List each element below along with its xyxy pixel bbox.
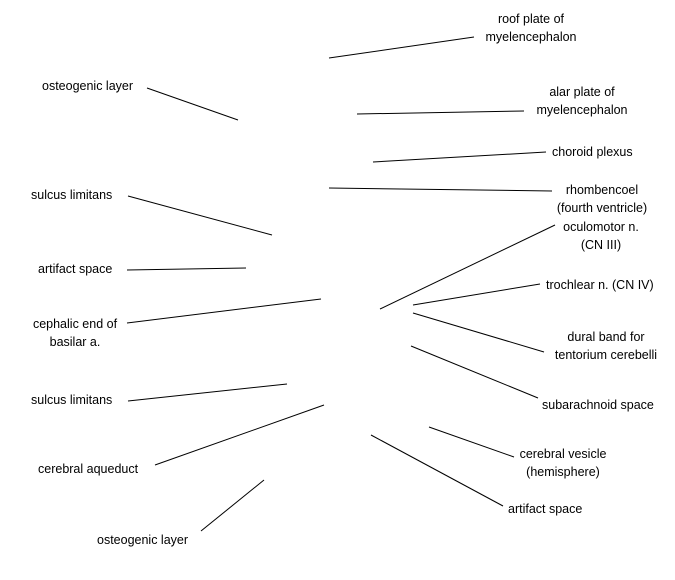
label-roof-plate: roof plate of myelencephalon — [485, 12, 577, 44]
label-dural-band: dural band for tentorium cerebelli — [554, 330, 658, 362]
leader-artifact-space-left — [126, 267, 247, 271]
leader-osteogenic-bottom — [200, 479, 265, 532]
label-trochlear: trochlear n. (CN IV) — [546, 278, 654, 292]
label-osteogenic-bottom: osteogenic layer — [97, 533, 189, 547]
leader-dural-band — [412, 312, 545, 353]
label-oculomotor: oculomotor n. (CN III) — [563, 220, 639, 252]
label-subarachnoid: subarachnoid space — [542, 398, 654, 412]
leader-roof-plate — [328, 36, 475, 59]
label-rhombencoel: rhombencoel (fourth ventricle) — [556, 183, 648, 215]
label-sulcus-top: sulcus limitans — [31, 188, 113, 202]
label-artifact-space-left: artifact space — [38, 262, 113, 276]
leader-sulcus-top — [127, 195, 273, 236]
leader-trochlear — [412, 283, 541, 306]
leader-subarachnoid — [410, 345, 539, 399]
leader-rhombencoel — [328, 187, 553, 192]
leader-cerebral-aqueduct — [154, 404, 325, 466]
leader-cerebral-vesicle — [428, 426, 515, 458]
leader-osteogenic-top — [146, 87, 239, 121]
label-choroid-plexus: choroid plexus — [552, 145, 633, 159]
label-cerebral-vesicle: cerebral vesicle (hemisphere) — [519, 447, 607, 479]
leader-oculomotor — [379, 224, 556, 310]
label-osteogenic-top: osteogenic layer — [42, 79, 134, 93]
label-artifact-space-right: artifact space — [508, 502, 583, 516]
label-cerebral-aqueduct: cerebral aqueduct — [38, 462, 139, 476]
label-alar-plate: alar plate of myelencephalon — [536, 85, 628, 117]
leader-cephalic-end — [126, 298, 322, 324]
leader-artifact-space-right — [370, 434, 504, 507]
label-cephalic-end: cephalic end of basilar a. — [32, 317, 118, 349]
leader-choroid-plexus — [372, 151, 547, 163]
leader-sulcus-bottom — [127, 383, 288, 402]
label-sulcus-bottom: sulcus limitans — [31, 393, 113, 407]
leader-alar-plate — [356, 110, 525, 115]
